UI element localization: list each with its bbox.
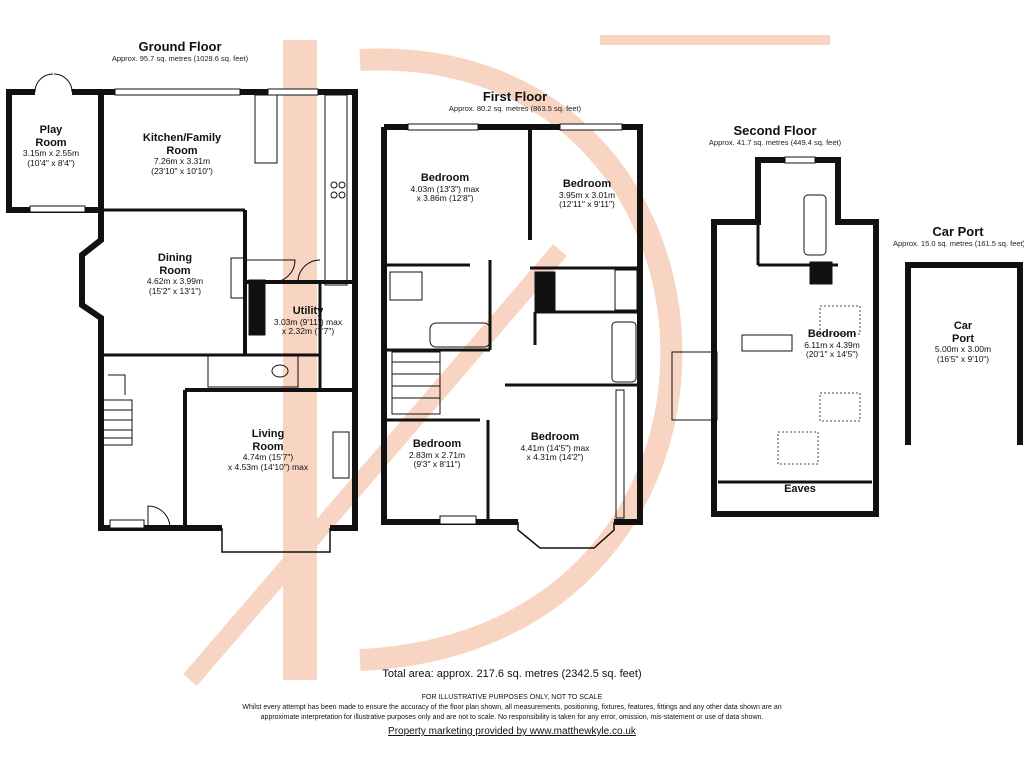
first-floor-area: Approx. 80.2 sq. metres (863.5 sq. feet) [448,103,582,113]
room-label-bedroom-3: Bedroom 2.83m x 2.71m (9'3" x 8'11") [394,438,480,470]
ground-floor-plan [6,73,358,553]
room-dimensions: 3.95m x 3.01m (12'11" x 9'11") [558,189,616,210]
room-label-car-port: Car Port 5.00m x 3.00m (16'5" x 9'10") [920,320,1006,365]
car-port-area: Approx. 15.0 sq. metres (161.5 sq. feet) [893,238,1024,248]
room-name: Living Room [251,428,285,453]
room-dimensions: 6.11m x 4.39m (20'1" x 14'5") [804,339,860,360]
room-label-bedroom-4: Bedroom 4.41m (14'5") max x 4.31m (14'2"… [510,431,600,463]
watermark-logo [183,35,830,686]
room-name: Eaves [784,483,816,495]
room-label-play: Play Room 3.15m x 2.55m (10'4" x 8'4") [15,124,87,169]
disclaimer-title: FOR ILLUSTRATIVE PURPOSES ONLY, NOT TO S… [421,694,603,701]
room-name: Bedroom [420,172,470,184]
room-label-living: Living Room 4.74m (15'7") x 4.53m (14'10… [210,428,326,473]
first-floor-heading: First Floor Approx. 80.2 sq. metres (863… [440,89,590,114]
room-name: Dining Room [157,252,193,277]
room-dimensions: 2.83m x 2.71m (9'3" x 8'11") [408,449,466,470]
room-dimensions: 4.74m (15'7") x 4.53m (14'10") max [227,452,309,473]
ground-floor-title: Ground Floor [138,39,222,54]
room-name: Bedroom [412,438,462,450]
room-name: Car Port [952,320,974,345]
room-name: Bedroom [807,328,857,340]
room-dimensions: 3.03m (9'11") max x 2.32m (7'7") [273,316,343,337]
room-dimensions: 4.41m (14'5") max x 4.31m (14'2") [520,442,590,463]
disclaimer-line-1: Whilst every attempt has been made to en… [242,704,782,711]
car-port-plan [905,262,1023,445]
disclaimer-line-2: approximate interpretation for illustrat… [260,714,764,721]
room-dimensions: 5.00m x 3.00m (16'5" x 9'10") [934,344,992,365]
ground-floor-heading: Ground Floor Approx. 95.7 sq. metres (10… [110,39,250,64]
total-area: Total area: approx. 217.6 sq. metres (23… [382,668,642,680]
room-label-bedroom-2: Bedroom 3.95m x 3.01m (12'11" x 9'11") [545,178,629,210]
room-label-bedroom-1: Bedroom 4.03m (13'3") max x 3.86m (12'8"… [400,172,490,204]
room-dimensions: 4.62m x 3.99m (15'2" x 13'1") [146,276,204,297]
room-label-dining: Dining Room 4.62m x 3.99m (15'2" x 13'1"… [130,252,220,297]
room-dimensions: 7.26m x 3.31m (23'10" x 10'10") [151,156,213,177]
room-label-kitchen: Kitchen/Family Room 7.26m x 3.31m (23'10… [130,132,234,177]
room-label-utility: Utility 3.03m (9'11") max x 2.32m (7'7") [264,305,352,337]
room-dimensions: 4.03m (13'3") max x 3.86m (12'8") [410,183,480,204]
car-port-title: Car Port [932,224,984,239]
car-port-heading: Car Port Approx. 15.0 sq. metres (161.5 … [893,224,1024,249]
room-name: Kitchen/Family Room [142,132,222,157]
first-floor-title: First Floor [482,89,548,104]
ground-floor-area: Approx. 95.7 sq. metres (1029.6 sq. feet… [111,53,249,63]
room-label-eaves: Eaves [770,483,830,496]
second-floor-plan [671,156,879,517]
second-floor-area: Approx. 41.7 sq. metres (449.4 sq. feet) [708,137,842,147]
first-floor-plan [381,123,643,549]
room-dimensions: 3.15m x 2.55m (10'4" x 8'4") [22,148,80,169]
room-name: Bedroom [530,431,580,443]
room-name: Bedroom [562,178,612,190]
marketing-link[interactable]: Property marketing provided by www.matth… [388,726,636,737]
room-label-second-bedroom: Bedroom 6.11m x 4.39m (20'1" x 14'5") [788,328,876,360]
second-floor-title: Second Floor [733,123,817,138]
room-name: Play Room [35,124,67,149]
room-name: Utility [292,305,324,317]
second-floor-heading: Second Floor Approx. 41.7 sq. metres (44… [700,123,850,148]
